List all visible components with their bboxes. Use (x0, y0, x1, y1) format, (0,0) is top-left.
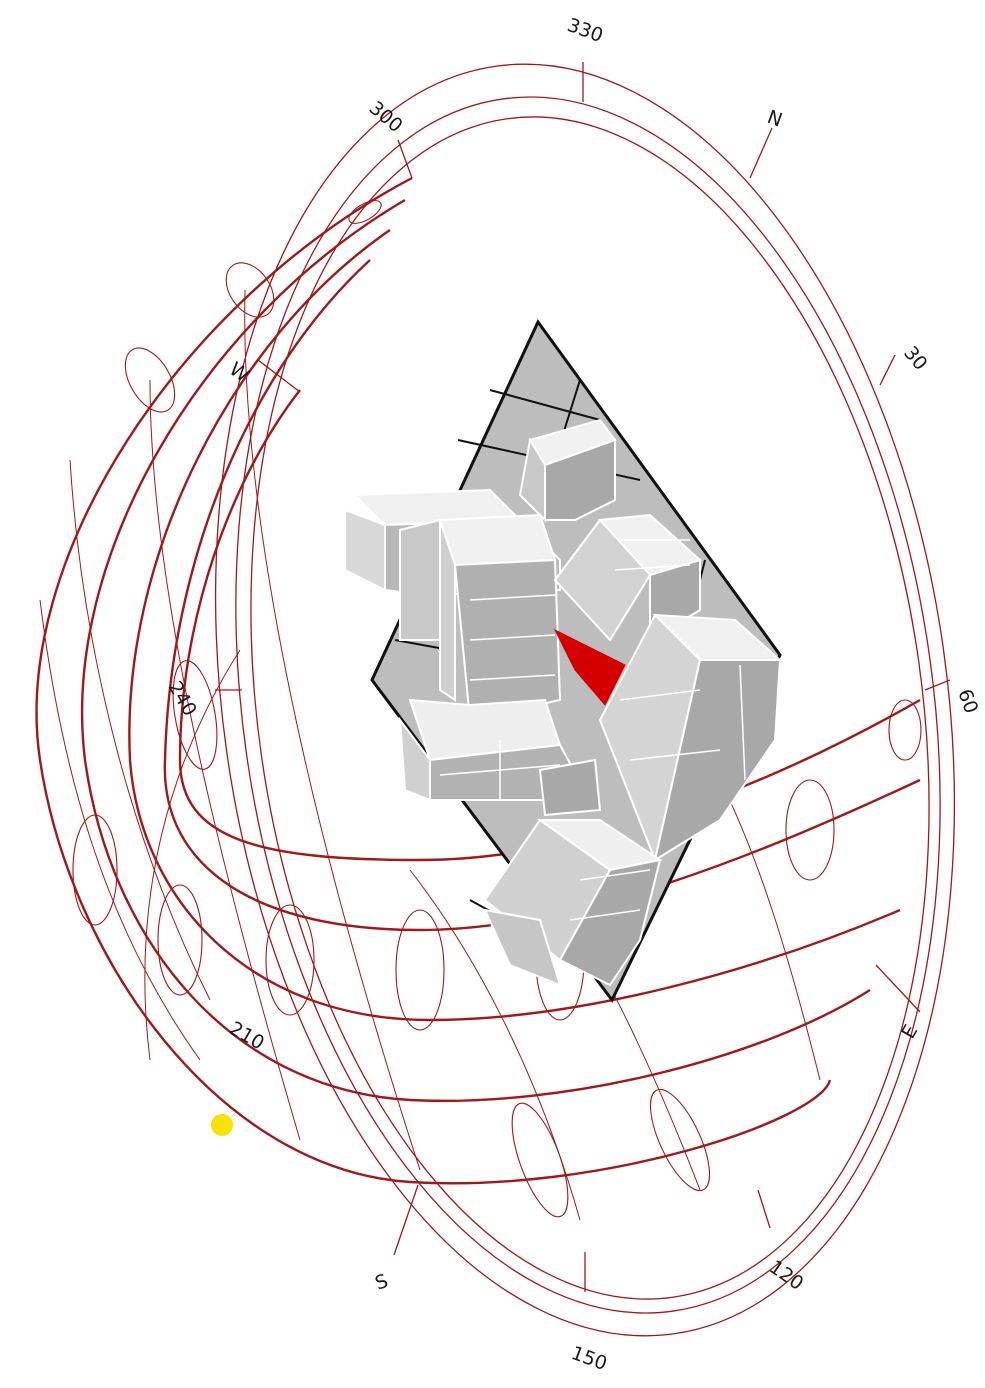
tick-120 (758, 1190, 770, 1228)
tick-s (394, 1185, 418, 1255)
building-left-mid (400, 520, 440, 640)
label-330: 330 (564, 14, 606, 47)
hour-loop-8 (396, 910, 444, 1030)
label-30: 30 (899, 342, 931, 375)
hour-line-6 (720, 780, 820, 1080)
label-210: 210 (226, 1017, 268, 1054)
tick-n (750, 128, 772, 178)
building-lowmid-right (540, 760, 600, 815)
label-e: E (897, 1021, 922, 1042)
label-150: 150 (568, 1342, 610, 1375)
label-n: N (764, 106, 785, 132)
hour-line-1 (70, 460, 210, 1000)
city-block-model (345, 322, 780, 1000)
tick-30 (880, 355, 895, 385)
hour-line-7 (40, 600, 200, 1060)
hour-loop-5 (73, 815, 117, 925)
hour-line-2 (150, 380, 300, 1140)
tick-300 (398, 140, 412, 178)
label-60: 60 (953, 686, 982, 716)
hour-loop-4 (166, 657, 224, 772)
label-300: 300 (365, 97, 407, 137)
tick-e (876, 965, 920, 1012)
building-left-side (345, 510, 385, 590)
building-center-top (440, 515, 555, 565)
hour-loop-1 (345, 196, 384, 228)
hour-loop-12 (501, 1097, 580, 1223)
sun-position-marker (211, 1114, 233, 1136)
label-120: 120 (765, 1256, 807, 1295)
tick-60 (925, 680, 950, 690)
label-s: S (372, 1270, 391, 1295)
hour-loop-7 (266, 905, 314, 1015)
label-w: W (225, 358, 253, 387)
